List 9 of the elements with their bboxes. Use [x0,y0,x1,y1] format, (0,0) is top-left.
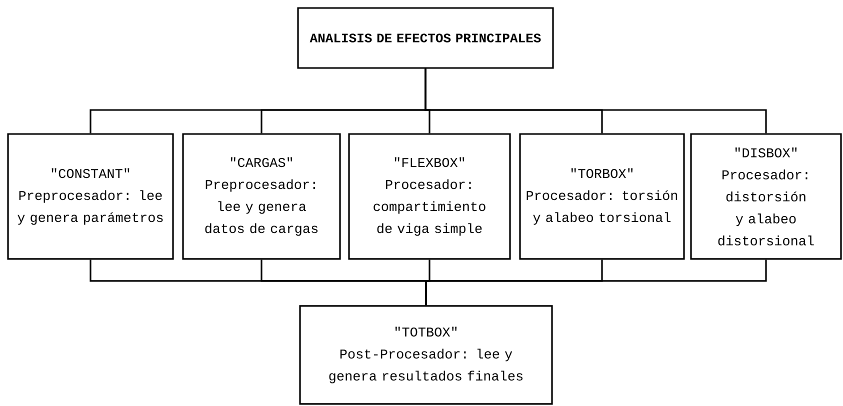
program-box: ANALISIS DE EFECTOS PRINCIPALES [297,7,554,69]
connector-line [424,68,767,134]
program-box: "CARGAS" Preprocesador: lee y genera datos de cargas [182,133,341,260]
program-box: "CONSTANT" Preprocesador: lee y genera parámetros [7,133,174,260]
program-box: "TOTBOX" Post-Procesador: lee y genera resultados finales [299,305,553,405]
connector-line [425,260,767,306]
program-box: "DISBOX" Procesador: distorsión y alabeo distorsional [690,133,842,260]
program-box: "TORBOX" Procesador: torsión y alabeo torsional [519,133,685,260]
program-box: "FLEXBOX" Procesador: compartimiento de viga simple [348,133,511,260]
